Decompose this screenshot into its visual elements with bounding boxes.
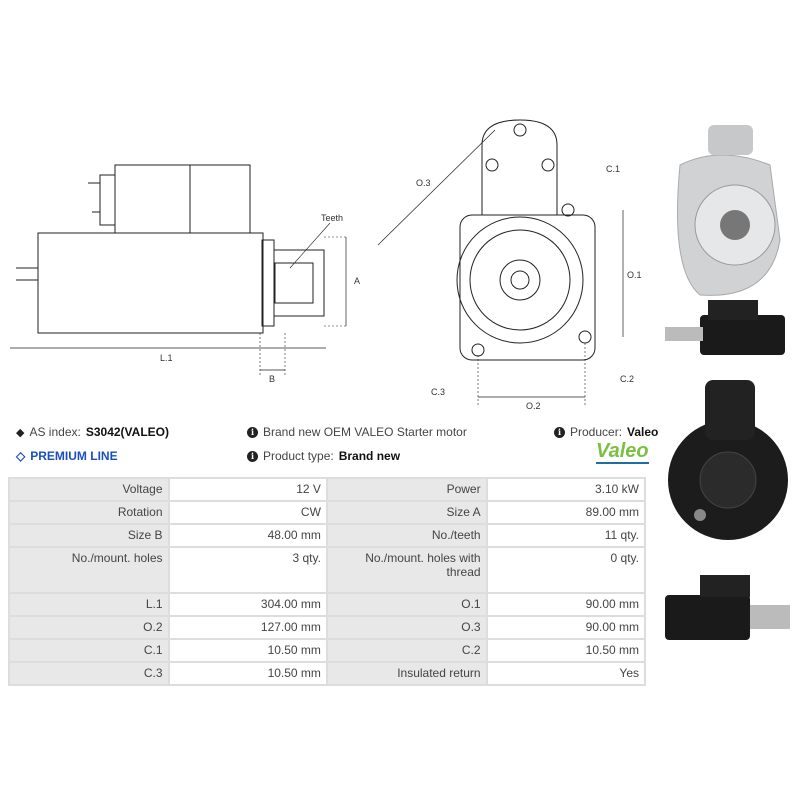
info-icon: i — [247, 450, 258, 462]
spec-value: 12 V — [167, 477, 328, 502]
as-index-value: S3042(VALEO) — [85, 425, 169, 439]
tag-icon: ◆ — [16, 426, 25, 439]
spec-value: 3.10 kW — [485, 477, 647, 502]
label-l1: L.1 — [160, 353, 173, 363]
spec-label: Size B — [8, 523, 170, 548]
spec-label: No./mount. holes — [8, 546, 170, 594]
spec-value: 10.50 mm — [167, 661, 328, 686]
info-icon: i — [247, 426, 258, 438]
spec-label: Voltage — [8, 477, 170, 502]
spec-label: C.3 — [8, 661, 170, 686]
spec-value: 10.50 mm — [485, 638, 647, 663]
product-photo-front[interactable] — [660, 120, 795, 300]
label-c1: C.1 — [606, 164, 621, 174]
spec-value: 11 qty. — [485, 523, 647, 548]
spec-value: 0 qty. — [485, 546, 647, 594]
label-a: A — [354, 276, 361, 286]
info-icon: i — [554, 426, 565, 438]
side-view-drawing — [10, 164, 348, 375]
spec-value: 90.00 mm — [485, 615, 647, 640]
spec-value: 90.00 mm — [485, 592, 647, 617]
front-view-drawing — [377, 119, 624, 405]
spec-label: C.1 — [8, 638, 170, 663]
spec-value: 304.00 mm — [167, 592, 328, 617]
spec-value: CW — [167, 500, 328, 525]
as-index-label: AS index: — [29, 425, 81, 439]
producer-value: Valeo — [627, 425, 659, 439]
spec-label: C.2 — [325, 638, 488, 663]
label-o2: O.2 — [526, 401, 541, 411]
premium-line-badge[interactable]: ◇ PREMIUM LINE — [16, 449, 118, 463]
spec-label: Power — [325, 477, 488, 502]
spec-label: Insulated return — [325, 661, 488, 686]
label-b: B — [269, 374, 276, 384]
product-photo-side[interactable] — [660, 295, 795, 365]
producer-label: Producer: — [570, 425, 623, 439]
spec-value: Yes — [485, 661, 647, 686]
spec-label: Size A — [325, 500, 488, 525]
description: i Brand new OEM VALEO Starter motor — [247, 425, 467, 439]
valeo-logo: Valeo — [596, 440, 649, 464]
premium-line-label: PREMIUM LINE — [30, 449, 118, 463]
spec-value: 48.00 mm — [167, 523, 328, 548]
product-photo-side-2[interactable] — [660, 570, 795, 650]
label-teeth: Teeth — [321, 213, 344, 223]
spec-label: O.3 — [325, 615, 488, 640]
spec-label: No./teeth — [325, 523, 488, 548]
spec-label: L.1 — [8, 592, 170, 617]
producer: i Producer: Valeo — [554, 425, 658, 439]
spec-label: Rotation — [8, 500, 170, 525]
product-type: i Product type: Brand new — [247, 449, 400, 463]
product-type-label: Product type: — [263, 449, 334, 463]
spec-value: 127.00 mm — [167, 615, 328, 640]
spec-label: No./mount. holes with thread — [325, 546, 488, 594]
label-o3: O.3 — [416, 178, 431, 188]
spec-value: 3 qty. — [167, 546, 328, 594]
product-photo-back[interactable] — [665, 375, 795, 555]
spec-label: O.2 — [8, 615, 170, 640]
spec-value: 10.50 mm — [167, 638, 328, 663]
label-c3: C.3 — [431, 387, 446, 397]
label-o1: O.1 — [627, 270, 642, 280]
diamond-icon: ◇ — [16, 449, 26, 463]
as-index: ◆ AS index: S3042(VALEO) — [16, 425, 169, 439]
spec-label: O.1 — [325, 592, 488, 617]
spec-value: 89.00 mm — [485, 500, 647, 525]
label-c2: C.2 — [620, 374, 635, 384]
product-type-value: Brand new — [338, 449, 401, 463]
description-text: Brand new OEM VALEO Starter motor — [263, 425, 467, 439]
